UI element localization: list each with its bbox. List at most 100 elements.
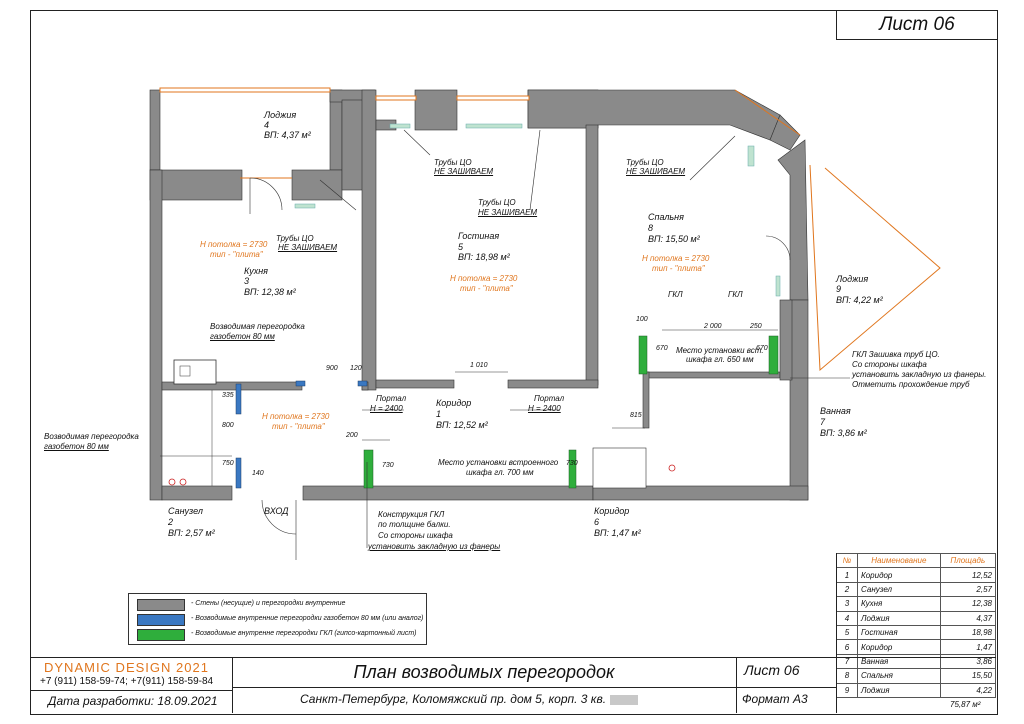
dim-2000: 2 000 — [704, 323, 722, 330]
dim-1010: 1 010 — [470, 362, 488, 369]
title-block — [30, 657, 996, 714]
room-corridor6-name: Коридор — [594, 506, 630, 516]
kitchen-ceiling-type: тип - "плита" — [210, 250, 263, 259]
dim-670-right: 670 — [756, 345, 768, 352]
wc-partition-note-1: Возводимая перегородка — [44, 432, 139, 441]
room-wc-area: ВП: 2,57 м² — [168, 528, 215, 538]
room-bedroom-num: 8 — [648, 223, 654, 233]
pipes-note-living-2: НЕ ЗАШИВАЕМ — [434, 167, 494, 176]
legend-text-walls: - Стены (несущие) и перегородки внутренн… — [191, 600, 346, 607]
address: Санкт-Петербург, Коломяжский пр. дом 5, … — [300, 692, 639, 706]
room-loggia9-area: ВП: 4,22 м² — [836, 295, 883, 305]
beam-note-4: установить закладную из фанеры — [368, 542, 501, 551]
dim-200: 200 — [346, 432, 358, 439]
table-header-row: № Наименование Площадь — [836, 552, 997, 569]
title-block-divider — [232, 687, 836, 688]
legend: - Стены (несущие) и перегородки внутренн… — [128, 593, 427, 645]
sheet-number-box: Лист 06 — [836, 10, 998, 40]
contact-phones: +7 (911) 158-59-74; +7(911) 158-59-84 — [40, 676, 214, 687]
gkl-note-2: Со стороны шкафа — [852, 360, 927, 369]
drawing-title: План возводимых перегородок — [353, 662, 615, 682]
beam-note-1: Конструкция ГКЛ — [378, 510, 445, 519]
room-living-num: 5 — [458, 242, 464, 252]
gkl-note-3: установить закладную из фанеры. — [852, 370, 987, 379]
room-wc-name: Санузел — [168, 506, 203, 516]
title-block-divider — [836, 553, 837, 713]
room-bath-num: 7 — [820, 417, 826, 427]
dim-730-left: 730 — [382, 462, 394, 469]
table-header-name: Наименование — [857, 552, 941, 569]
room-loggia9-name: Лоджия — [836, 274, 869, 284]
gkl-label-left: ГКЛ — [668, 290, 683, 299]
redacted-apartment-number — [610, 694, 639, 705]
room-corridor6-area: ВП: 1,47 м² — [594, 528, 641, 538]
room-living-area: ВП: 18,98 м² — [458, 252, 510, 262]
room-corridor1-name: Коридор — [436, 398, 472, 408]
address-text: Санкт-Петербург, Коломяжский пр. дом 5, … — [300, 692, 607, 706]
dim-140: 140 — [252, 470, 264, 477]
beam-note-2: по толщине балки. — [378, 520, 451, 529]
kitchen-partition-note-2: газобетон 80 мм — [210, 332, 275, 341]
title-block-divider — [736, 657, 737, 713]
kitchen-partition-note-1: Возводимая перегородка — [210, 322, 305, 331]
sheet-number: Лист 06 — [744, 662, 800, 678]
legend-text-gkl: - Возводимые внутренне перегородки ГКЛ (… — [191, 630, 417, 637]
entry-label: ВХОД — [264, 506, 289, 516]
bedroom-wardrobe-note-2: шкафа гл. 650 мм — [686, 355, 754, 364]
bedroom-ceiling-height: Н потолка = 2730 — [642, 254, 710, 263]
pipes-note-living2-2: НЕ ЗАШИВАЕМ — [478, 208, 538, 217]
room-corridor6-num: 6 — [594, 517, 600, 527]
pipes-note-kitchen-1: Трубы ЦО — [276, 234, 314, 243]
room-kitchen-name: Кухня — [244, 266, 268, 276]
room-wc-num: 2 — [168, 517, 174, 527]
room-kitchen-area: ВП: 12,38 м² — [244, 287, 296, 297]
legend-text-gasconcrete: - Возводимые внутренние перегородки газо… — [191, 615, 424, 622]
gkl-note-1: ГКЛ Зашивка труб ЦО. — [852, 350, 940, 359]
dim-900: 900 — [326, 365, 338, 372]
room-loggia4-num: 4 — [264, 120, 270, 130]
room-bedroom-area: ВП: 15,50 м² — [648, 234, 700, 244]
bedroom-ceiling-type: тип - "плита" — [652, 264, 705, 273]
beam-note-3: Со стороны шкафа — [378, 531, 453, 540]
dim-800: 800 — [222, 422, 234, 429]
pipes-note-bedroom-2: НЕ ЗАШИВАЕМ — [626, 167, 686, 176]
room-bath-area: ВП: 3,86 м² — [820, 428, 867, 438]
room-corridor1-num: 1 — [436, 409, 442, 419]
pipes-note-living2-1: Трубы ЦО — [478, 198, 516, 207]
dim-815: 815 — [630, 412, 642, 419]
corridor-ceiling-type: тип - "плита" — [272, 422, 325, 431]
room-kitchen-num: 3 — [244, 276, 250, 286]
room-loggia9-num: 9 — [836, 284, 842, 294]
sheet-format: Формат А3 — [742, 692, 808, 706]
development-date: Дата разработки: 18.09.2021 — [48, 694, 218, 708]
corridor-ceiling-height: Н потолка = 2730 — [262, 412, 330, 421]
brand-logo-text: DYNAMIC DESIGN 2021 — [44, 660, 209, 675]
room-loggia4-name: Лоджия — [264, 110, 297, 120]
dim-670-left: 670 — [656, 345, 668, 352]
gkl-note-4: Отметить прохождение труб — [852, 380, 970, 389]
bedroom-wardrobe-note-1: Место установки вст. — [676, 346, 764, 355]
portal-left-1: Портал — [376, 394, 407, 403]
pipes-note-living-1: Трубы ЦО — [434, 158, 472, 167]
room-corridor1-area: ВП: 12,52 м² — [436, 420, 488, 430]
dim-120: 120 — [350, 365, 362, 372]
portal-right-2: Н = 2400 — [528, 404, 561, 413]
room-living-name: Гостиная — [458, 231, 500, 241]
legend-swatch-gkl — [137, 629, 185, 641]
kitchen-ceiling-height: Н потолка = 2730 — [200, 240, 268, 249]
legend-swatch-walls — [137, 599, 185, 611]
wardrobe-note-1: Место установки встроенного — [438, 458, 559, 467]
dim-100: 100 — [636, 316, 648, 323]
table-header-area: Площадь — [939, 552, 997, 569]
room-loggia4-area: ВП: 4,37 м² — [264, 130, 311, 140]
gkl-label-right: ГКЛ — [728, 290, 743, 299]
title-block-divider — [30, 690, 232, 691]
pipes-note-kitchen-2: НЕ ЗАШИВАЕМ — [278, 243, 338, 252]
